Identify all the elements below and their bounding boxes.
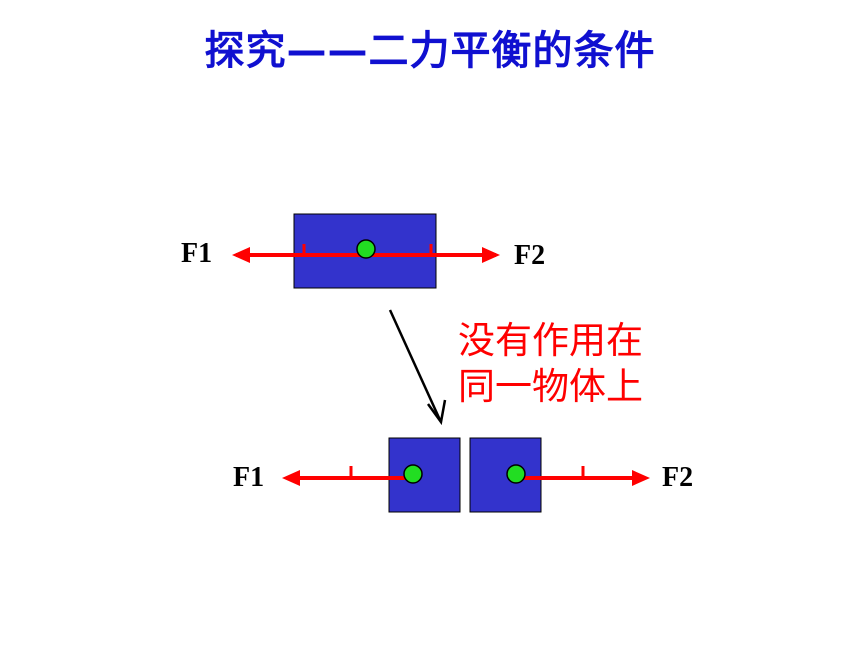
bottom-setup: [282, 437, 650, 513]
slide-title: 探究——二力平衡的条件: [204, 28, 656, 74]
bottom-right-arrowhead: [632, 470, 650, 486]
note-line-2: 同一物体上: [458, 365, 643, 408]
bottom-point-left: [403, 464, 423, 484]
bottom-label-f1: F1: [233, 462, 265, 493]
bottom-point-right: [506, 464, 526, 484]
bottom-label-f2: F2: [662, 462, 694, 493]
bottom-block-left: [388, 437, 461, 513]
note-line-1: 没有作用在: [458, 319, 643, 362]
top-left-arrowhead: [232, 247, 250, 263]
top-point: [356, 239, 376, 259]
note-text: 没有作用在 同一物体上: [458, 318, 643, 410]
top-label-f2: F2: [514, 240, 546, 271]
transition-arrowhead: [426, 399, 447, 426]
top-setup: [232, 213, 500, 289]
transition-arrow: [388, 309, 442, 421]
bottom-left-arrowhead: [282, 470, 300, 486]
top-right-arrowhead: [482, 247, 500, 263]
bottom-block-right: [469, 437, 542, 513]
top-label-f1: F1: [181, 238, 213, 269]
